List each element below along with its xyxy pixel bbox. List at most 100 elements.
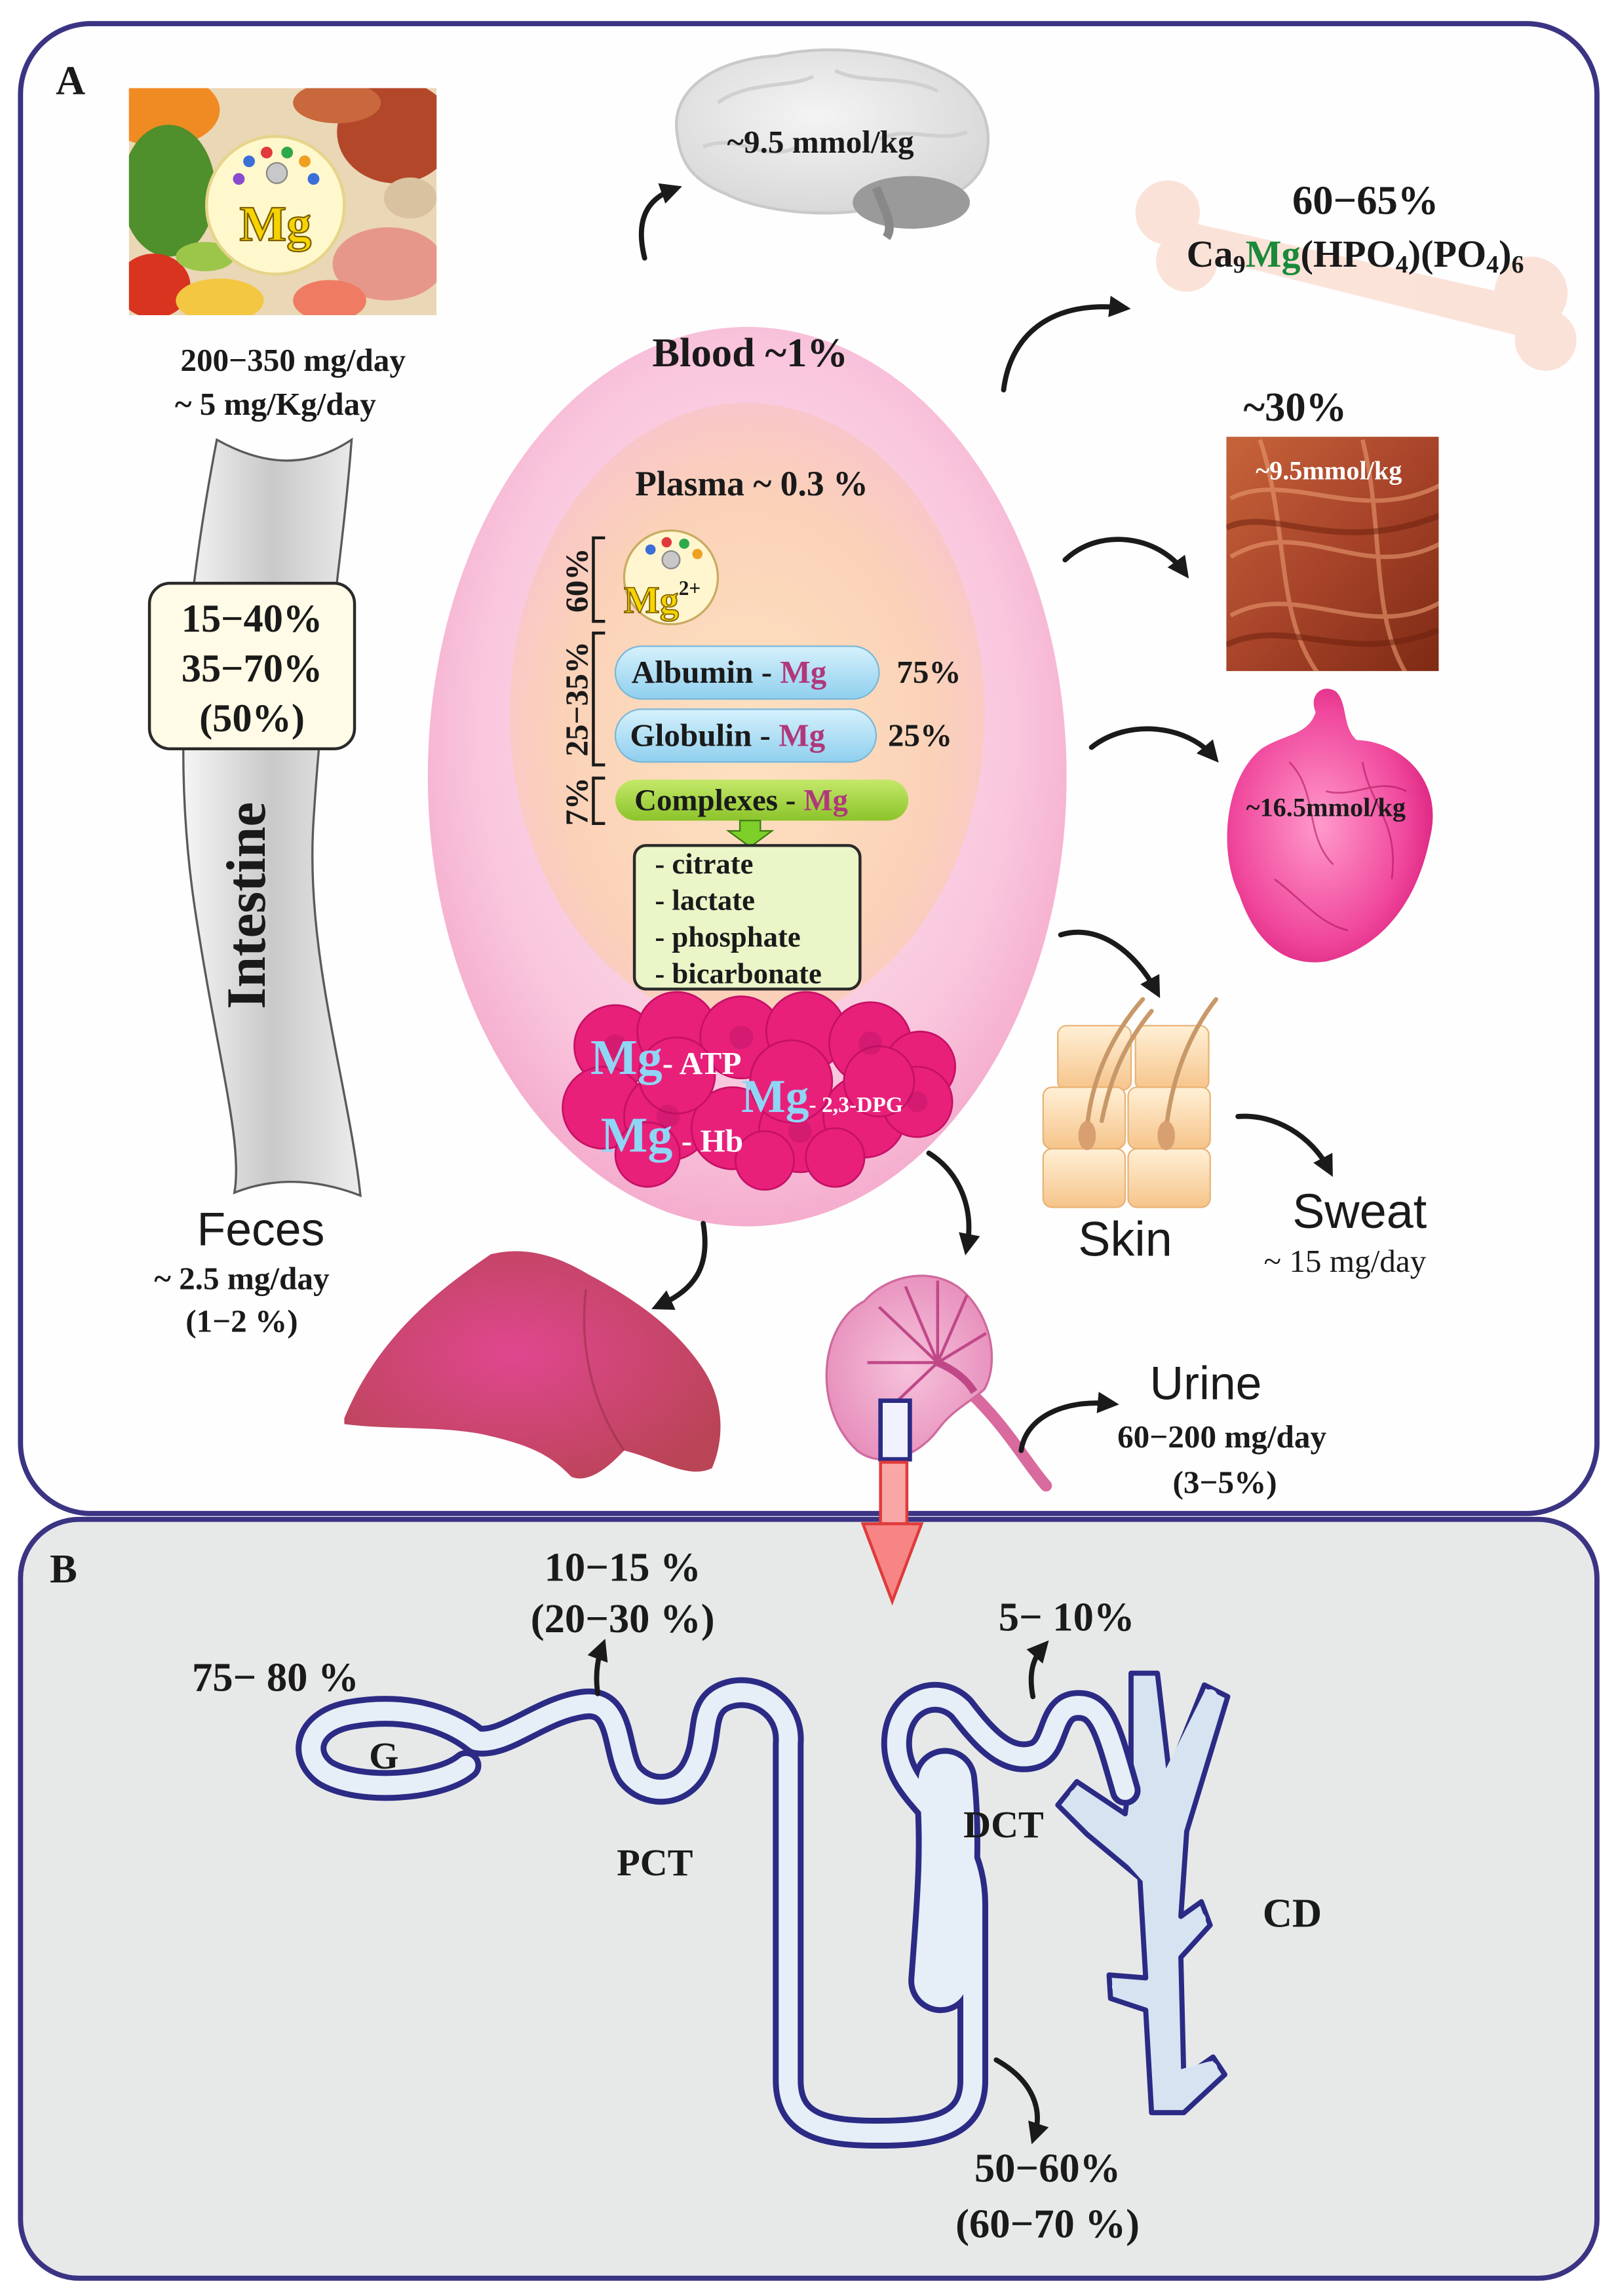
glomerulus-percent: 75− 80 % — [192, 1654, 359, 1700]
globulin-mg-symbol: Mg — [779, 717, 825, 753]
nephron-marker — [878, 1398, 912, 1462]
complexes-down-arrow-icon — [725, 820, 775, 848]
heart-icon — [1227, 689, 1433, 963]
rbc-center — [604, 1034, 627, 1058]
arrow-to-heart — [1088, 726, 1219, 763]
mg-dpg: Mg- 2,3-DPG — [741, 1071, 903, 1122]
rbc-center — [788, 1119, 812, 1143]
thick-ascending-limb-lumen — [914, 1753, 975, 2008]
food-mg-label: Mg — [239, 197, 311, 252]
rbc-highlights — [604, 1025, 928, 1143]
mg-molecule-badge: Mg — [205, 134, 346, 276]
complex-type-phosphate: - phosphate — [655, 921, 800, 953]
albumin-mg: Albumin - Mg — [632, 654, 827, 690]
arrow-to-skin — [1058, 929, 1161, 999]
complexes-pill — [615, 779, 909, 821]
pct-label: PCT — [617, 1841, 693, 1884]
skin-icon — [1042, 997, 1219, 1208]
food-greens — [128, 124, 216, 257]
kidney-icon — [825, 1274, 1052, 1492]
rbc-center — [906, 1091, 928, 1113]
mg-hb-symbol: Mg — [601, 1108, 673, 1163]
arrow-to-brain — [638, 183, 682, 261]
mg-atp-symbol: Mg — [590, 1030, 663, 1085]
food-cheese — [176, 278, 264, 315]
molecule-dot — [679, 538, 689, 549]
molecule-dot — [260, 146, 273, 159]
food-celery — [176, 242, 235, 271]
muscle-shadow — [1226, 513, 1439, 648]
intestine-label: Intestine — [216, 802, 277, 1009]
hair-follicle — [1078, 1120, 1096, 1151]
molecule-dot — [645, 544, 656, 555]
bracket-free — [592, 536, 606, 623]
mg-badge-circle — [205, 134, 346, 276]
mg-hb-label: - Hb — [682, 1123, 743, 1159]
collecting-duct-outline — [1055, 1670, 1231, 2116]
molecule-dot — [661, 537, 672, 548]
brain-value: ~9.5 mmol/kg — [727, 124, 914, 160]
mg-atp-label: - ATP — [663, 1045, 742, 1081]
arrow-to-muscle — [1062, 537, 1189, 579]
muscle-percent: ~30% — [1244, 384, 1347, 430]
bone-icon — [1135, 180, 1577, 371]
formula-mg: Mg — [1246, 233, 1301, 275]
ureter — [964, 1386, 1052, 1492]
pct-percent-alt: (20−30 %) — [531, 1596, 715, 1641]
heart-shape — [1227, 689, 1433, 963]
brain-cerebrum — [674, 48, 990, 215]
panel-b-label: B — [50, 1546, 77, 1592]
absorption-box — [147, 581, 356, 751]
food-mushroom — [383, 177, 437, 219]
rbc-center — [858, 1031, 882, 1056]
mg-dpg-label: - 2,3-DPG — [809, 1093, 903, 1117]
formula-ca: Ca — [1187, 233, 1233, 275]
muscle-icon — [1226, 436, 1439, 672]
molecule-dot — [265, 162, 288, 184]
arrow-to-liver — [651, 1221, 708, 1311]
bracket-protein — [592, 631, 606, 767]
skin-hair — [1085, 997, 1219, 1131]
free-percent: 60% — [559, 548, 595, 612]
albumin-name: Albumin - — [632, 654, 780, 690]
rbc-center — [729, 1025, 754, 1050]
absorption-range-2: 35−70% — [182, 647, 322, 691]
kidney-pyramids — [867, 1280, 987, 1420]
brain-cerebellum — [853, 176, 971, 229]
feces-amount: ~ 2.5 mg/day — [154, 1261, 330, 1297]
muscle-value: ~9.5mmol/kg — [1256, 455, 1402, 485]
arrow-to-bone — [1001, 296, 1131, 392]
formula-ca-subscript: 9 — [1233, 251, 1246, 278]
urine-label: Urine — [1150, 1357, 1262, 1409]
brain-icon — [674, 48, 990, 240]
bone-percent: 60−65% — [1292, 178, 1438, 223]
skin-cell — [1134, 1025, 1210, 1091]
muscle-fiber — [1229, 438, 1439, 672]
liver-icon — [344, 1251, 721, 1479]
rbc-cell — [734, 1130, 796, 1191]
mg-ion-charge: 2+ — [679, 577, 701, 600]
formula-hpo: (HPO — [1301, 233, 1396, 275]
molecule-dot — [281, 146, 294, 159]
intake-per-kg-text: ~ 5 mg/Kg/day — [175, 386, 376, 422]
molecule-dot — [233, 173, 245, 185]
complex-type-lactate: - lactate — [655, 884, 755, 917]
zoom-down-arrow-icon — [860, 1461, 924, 1606]
rbc-cell — [749, 1039, 834, 1124]
kidney-shape — [825, 1274, 993, 1461]
pct-percent: 10−15 % — [545, 1544, 701, 1590]
cd-label: CD — [1263, 1890, 1322, 1936]
arrow-to-kidney — [926, 1150, 980, 1255]
globulin-mg: Globulin - Mg — [630, 717, 825, 753]
molecule-dot — [692, 548, 703, 560]
globulin-percent: 25% — [888, 717, 952, 753]
dct-label: DCT — [963, 1803, 1044, 1846]
arrow-to-urine — [1018, 1391, 1119, 1453]
liver-shape — [344, 1251, 721, 1479]
mg-atp: Mg- ATP — [590, 1030, 741, 1085]
loop-percent: 50−60% — [974, 2145, 1121, 2191]
liver-lobe-line — [583, 1289, 625, 1451]
rbc-cell — [805, 1127, 866, 1188]
molecule-dot — [307, 173, 320, 185]
arrow-loop-reabsorption — [993, 2057, 1049, 2145]
